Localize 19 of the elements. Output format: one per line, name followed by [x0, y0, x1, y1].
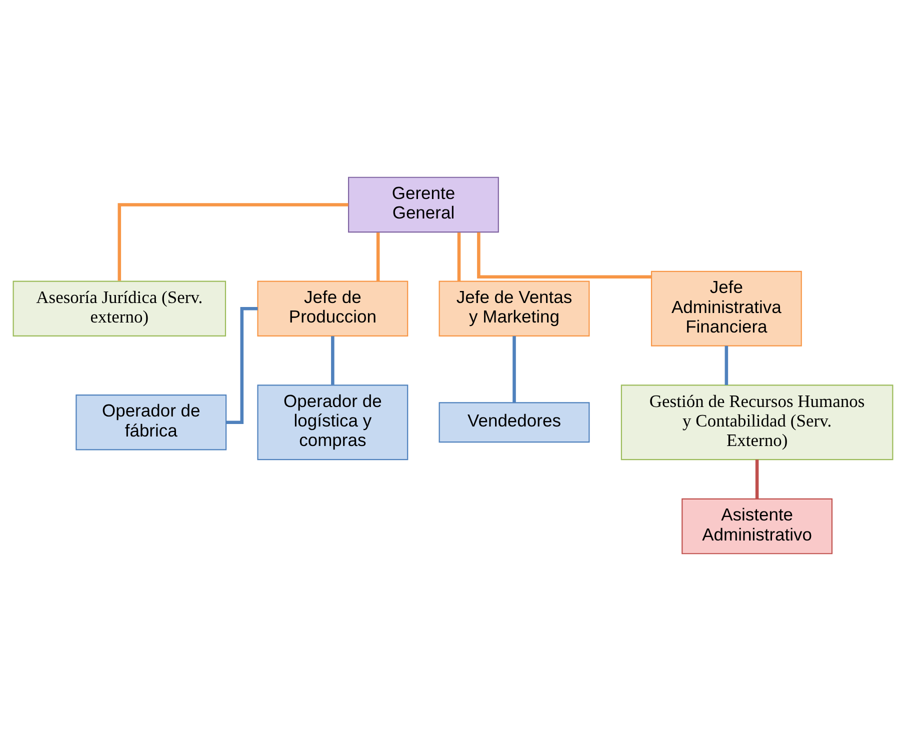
connector	[724, 345, 728, 385]
node-box: Jefe Administrativa Financiera	[650, 270, 802, 346]
connector	[376, 232, 380, 281]
node-box: Asesoría Jurídica (Serv. externo)	[12, 280, 226, 336]
node-box: Vendedores	[438, 402, 590, 442]
node-box: Operador de logística y compras	[257, 384, 408, 460]
connector	[755, 459, 759, 498]
connector	[457, 232, 461, 281]
node-box: Jefe de Ventas y Marketing	[438, 280, 590, 336]
node-box: Jefe de Produccion	[257, 280, 408, 336]
node-box: Operador de fábrica	[76, 394, 227, 450]
node-box: Asistente Administrativo	[682, 498, 833, 554]
connector	[477, 232, 652, 278]
node-box: Gestión de Recursos Humanos y Contabilidad (Serv. Externo)	[620, 384, 894, 460]
connector	[226, 306, 258, 424]
node-box: Gerente General	[348, 176, 499, 232]
connector	[331, 336, 334, 384]
connector	[118, 202, 348, 280]
connector	[512, 336, 516, 402]
